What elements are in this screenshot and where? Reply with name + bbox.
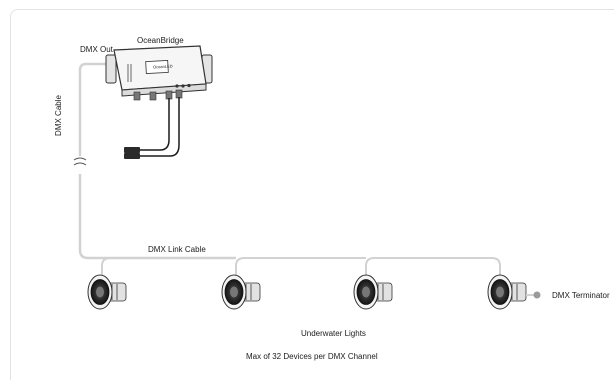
underwater-light-4: [487, 274, 527, 310]
dmx-terminator-icon: [533, 291, 541, 299]
dmx-cable-label: DMX Cable: [53, 95, 63, 136]
underwater-light-1: [87, 274, 127, 310]
underwater-light-3: [353, 274, 393, 310]
cable-break-icon: [73, 157, 87, 166]
underwater-light-2: [221, 274, 261, 310]
output-connectors: [124, 147, 140, 159]
dmx-cable: [78, 62, 236, 260]
oceanbridge-controller: [105, 45, 213, 101]
bridge-logo-label: OceanLED: [152, 63, 173, 70]
underwater-lights-label: Underwater Lights: [301, 329, 366, 338]
dmx-link-cable-label: DMX Link Cable: [148, 245, 206, 254]
max-devices-note: Max of 32 Devices per DMX Channel: [246, 352, 378, 361]
oceanbridge-label: OceanBridge: [137, 36, 184, 45]
output-cables: [140, 97, 180, 157]
dmx-out-label: DMX Out: [80, 45, 113, 54]
dmx-terminator-label: DMX Terminator: [552, 291, 610, 300]
dmx-link-cable: [101, 257, 501, 284]
diagram-frame: [10, 9, 614, 380]
